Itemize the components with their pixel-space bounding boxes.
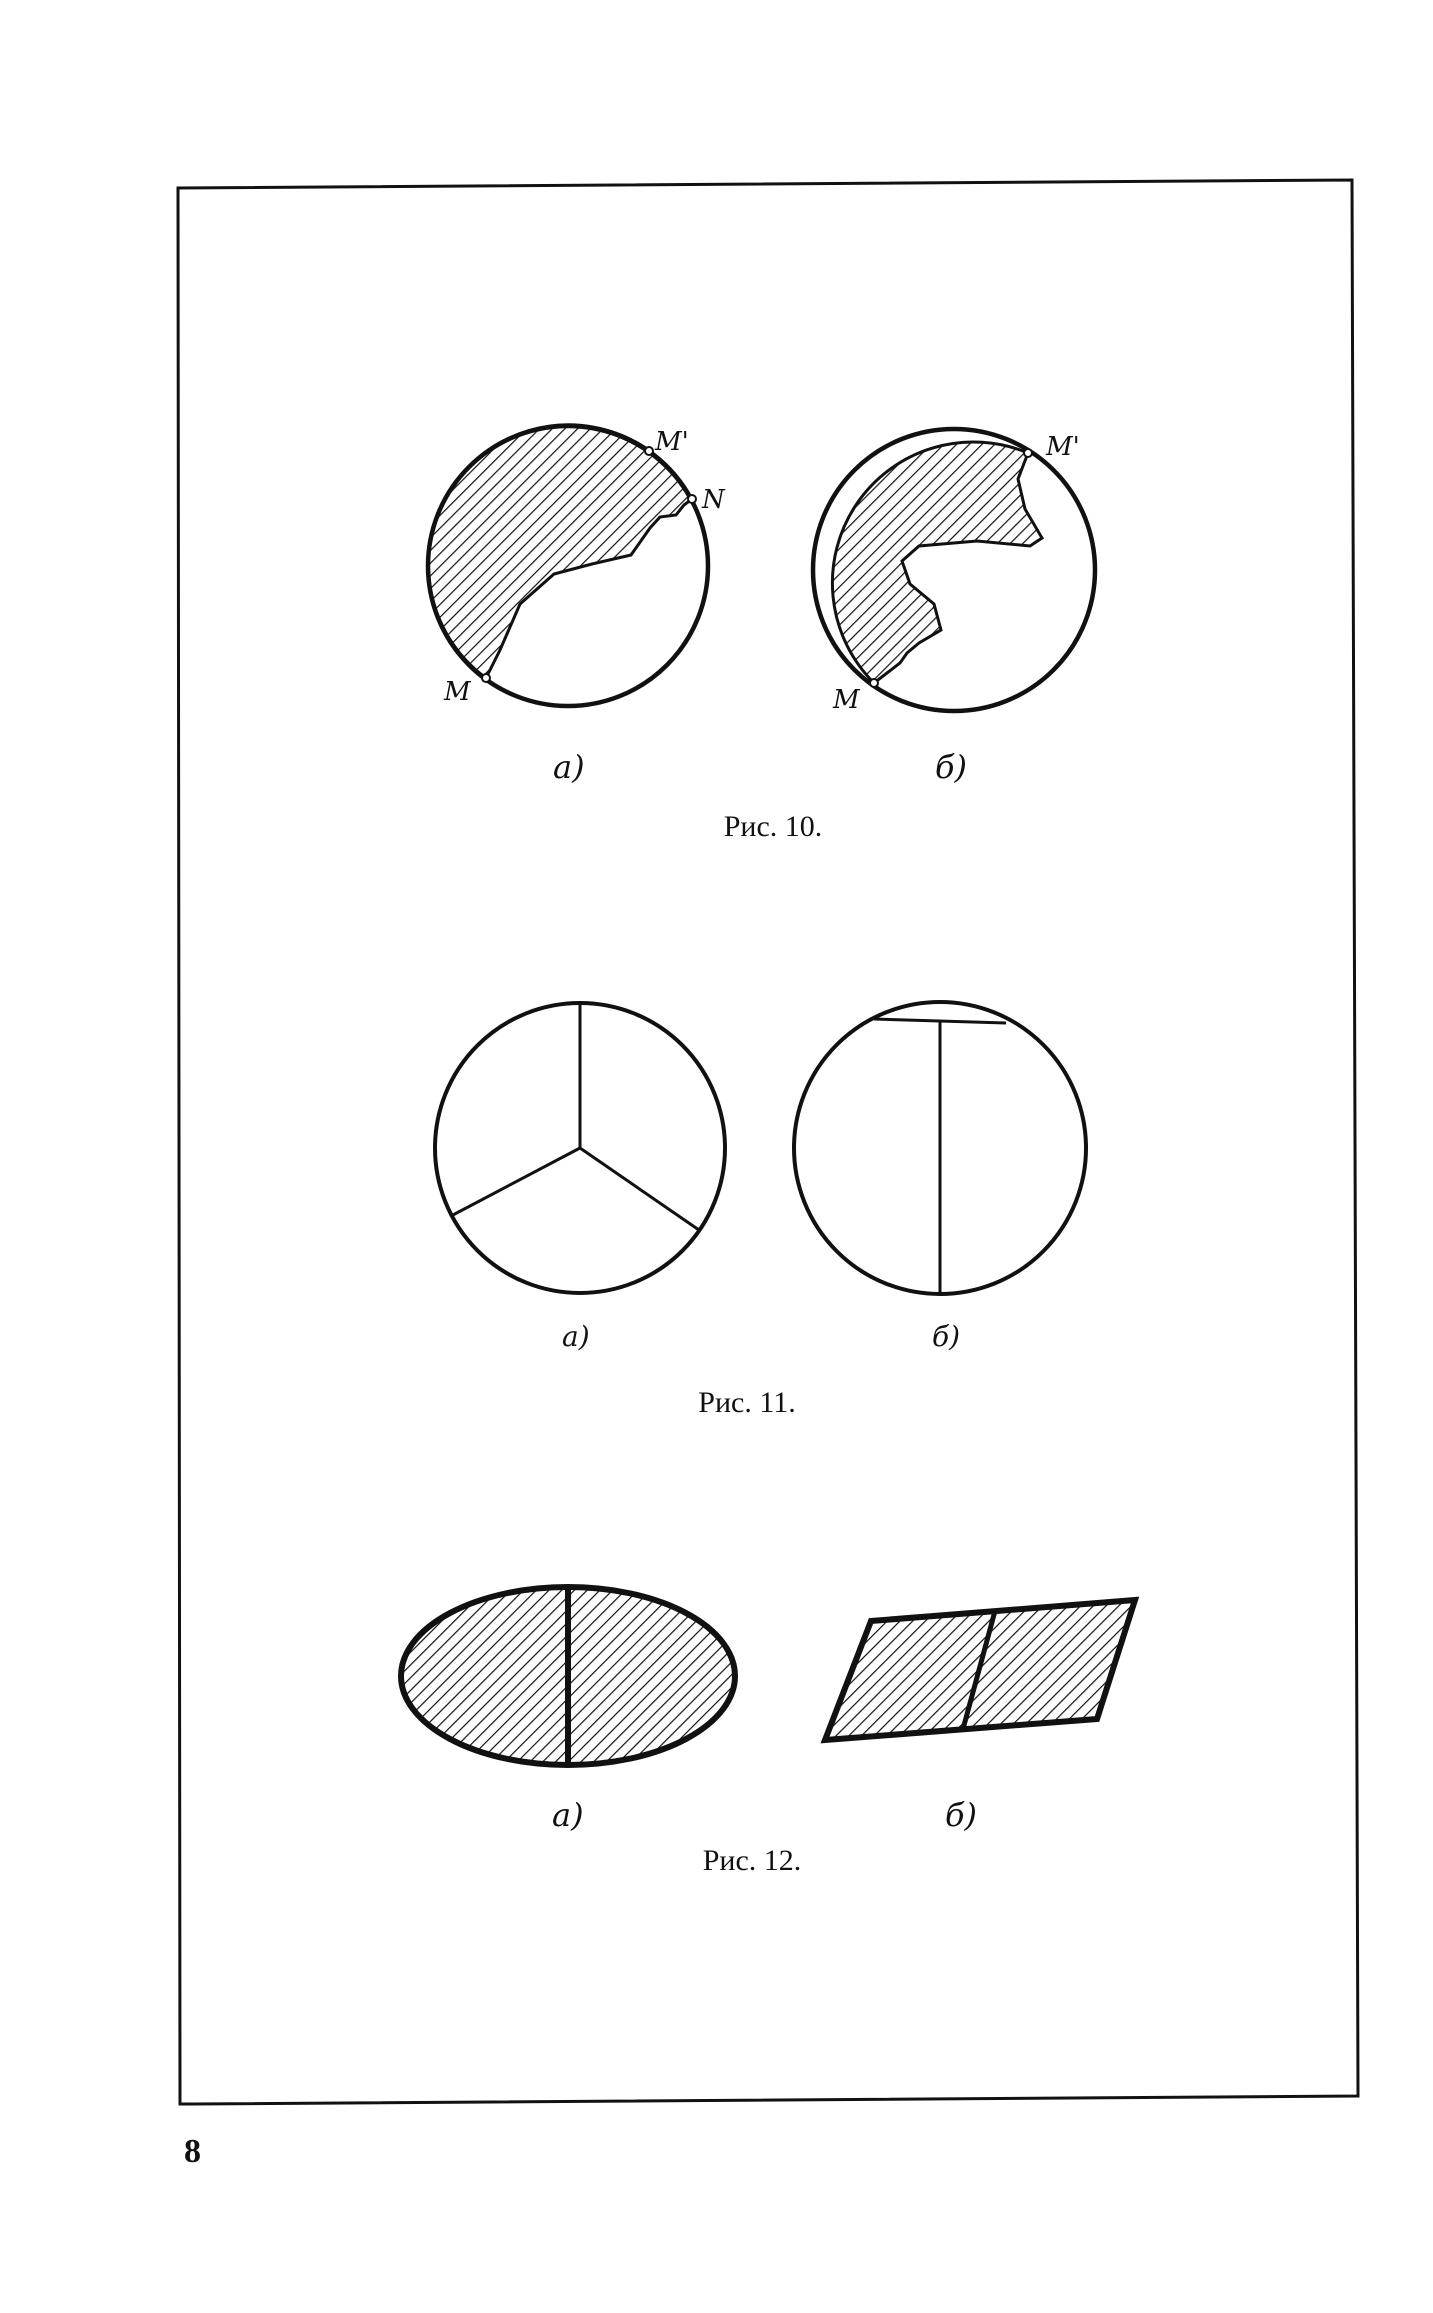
- figure-10a: M' N M а): [425, 423, 726, 786]
- figure-11b: б): [792, 1000, 1088, 1353]
- sub-label-a: а): [553, 748, 585, 786]
- point-m-prime: [1023, 448, 1033, 458]
- point-m: [869, 678, 879, 688]
- sub-label-a: а): [552, 1796, 584, 1834]
- label-m: M: [832, 685, 861, 715]
- label-m: M: [443, 677, 472, 707]
- label-n: N: [701, 485, 726, 515]
- page-frame: [176, 178, 1360, 2106]
- caption-fig-10: Рис. 10.: [724, 810, 823, 843]
- sub-label-b: б): [932, 1320, 960, 1353]
- figure-11a: а): [433, 1001, 727, 1353]
- label-m-prime: M': [1045, 432, 1080, 462]
- point-m: [481, 673, 491, 683]
- caption-fig-12: Рис. 12.: [703, 1844, 802, 1877]
- sub-label-b: б): [935, 748, 967, 786]
- shaded-region: [427, 423, 694, 681]
- figure-10b: M' M б): [810, 426, 1098, 786]
- circle: [810, 426, 1098, 714]
- sub-label-a: а): [562, 1320, 590, 1353]
- caption-fig-11: Рис. 11.: [698, 1386, 795, 1419]
- page-number: 8: [184, 2133, 201, 2170]
- shaded-region: [830, 440, 1045, 685]
- figure-12b: б): [820, 1596, 1140, 1834]
- point-m-prime: [644, 446, 654, 456]
- figure-12a: а): [398, 1584, 738, 1834]
- label-m-prime: M': [654, 427, 689, 457]
- sub-label-b: б): [945, 1796, 977, 1834]
- point-n: [687, 494, 697, 504]
- circle: [425, 423, 711, 709]
